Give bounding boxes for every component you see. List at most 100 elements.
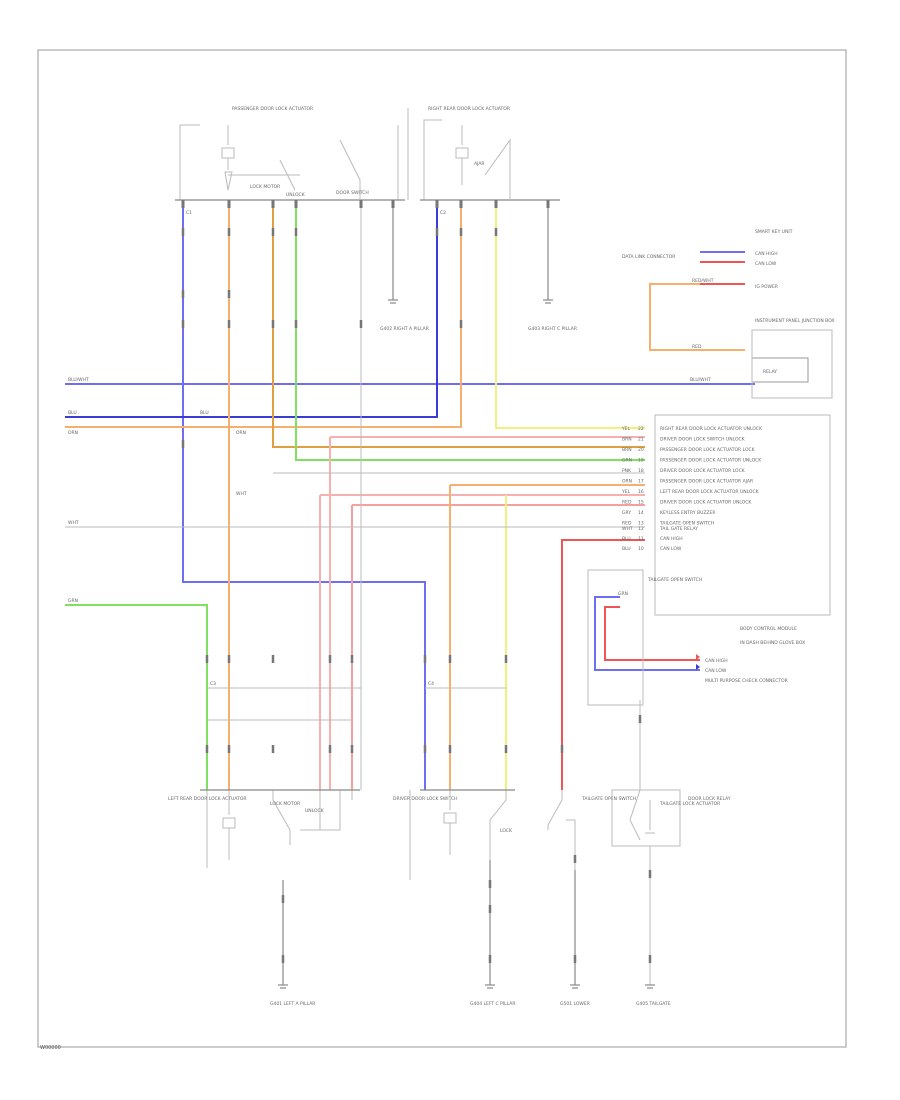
left-label-5: GRN	[68, 598, 78, 604]
bcm-pin-desc-3: PASSENGER DOOR LOCK ACTUATOR UNLOCK	[660, 458, 762, 464]
can-low-label-top: CAN LOW	[755, 261, 777, 267]
wire-pink-2	[351, 504, 645, 790]
tailgate-switch-label-bcm: TAILGATE OPEN SWITCH	[647, 577, 702, 583]
wire-tag-blu: BLU	[200, 410, 209, 416]
bcm-lower-pin-color-0: WHT	[622, 526, 633, 532]
bcm-pin-color-1: BRN	[622, 437, 632, 443]
bcm-lower-pin-num-2: 10	[638, 546, 644, 552]
right-rear-door-lock-actuator: RIGHT REAR DOOR LOCK ACTUATOR AJAR	[420, 106, 560, 201]
lock-motor-label: LOCK MOTOR	[250, 184, 280, 190]
bcm-pin-9: RED 13 TAILGATE OPEN SWITCH	[622, 521, 714, 527]
unlock-label: UNLOCK	[286, 192, 306, 198]
bcm-pin-list: YEL 22 RIGHT REAR DOOR LOCK ACTUATOR UNLOC…	[621, 426, 763, 527]
wire-red-smartkey	[649, 283, 745, 351]
relay-label: RELAY	[763, 369, 777, 375]
bcm-pin-num-5: 17	[638, 479, 644, 485]
passenger-door-lock-actuator: PASSENGER DOOR LOCK ACTUATOR LOCK MOTOR …	[175, 106, 409, 201]
bcm-pin-desc-5: PASSENGER DOOR LOCK ACTUATOR AJAR	[660, 479, 753, 485]
svg-text:G403 RIGHT C PILLAR: G403 RIGHT C PILLAR	[528, 326, 577, 332]
door-lock-relay-label: DOOR LOCK RELAY	[688, 796, 731, 802]
bcm-pin-color-2: BRN	[622, 447, 632, 453]
tailgate-switch: TAILGATE OPEN SWITCH	[547, 790, 636, 870]
wire-blue-left	[182, 208, 426, 790]
wire-yellow-rear	[495, 208, 645, 429]
wire-pink-3	[319, 494, 645, 790]
bcm-pin-6: YEL 16 LEFT REAR DOOR LOCK ACTUATOR UNLOCK	[621, 489, 760, 495]
bcm-note: IN DASH BEHIND GLOVE BOX	[740, 640, 805, 646]
bcm-pin-num-0: 22	[638, 426, 644, 432]
junction-box-label: INSTRUMENT PANEL JUNCTION BOX	[755, 318, 835, 324]
can-arrow-2	[696, 654, 700, 660]
lower-grounds: G401 LEFT A PILLAR G404 LEFT C PILLAR G5…	[270, 860, 671, 1007]
wire-pink-1	[329, 436, 645, 790]
lower-lock-motor-label: LOCK MOTOR	[270, 801, 300, 807]
wire-navy-rear	[65, 208, 438, 418]
bcm-lower-pin-num-1: 11	[638, 536, 644, 542]
bcm-pin-desc-8: KEYLESS ENTRY BUZZER	[660, 510, 715, 516]
bcm-pin-desc-2: PASSENGER DOOR LOCK ACTUATOR LOCK	[660, 447, 756, 453]
bcm-lower-pin-desc-2: CAN LOW	[660, 546, 682, 552]
bcm-pin-desc-4: DRIVER DOOR LOCK ACTUATOR LOCK	[660, 468, 746, 474]
tailgate-actuator: TAILGATE LOCK ACTUATOR DOOR LOCK RELAY	[611, 700, 731, 985]
pin-c2: C2	[440, 210, 446, 216]
pin-c3: C3	[210, 681, 216, 687]
bcm-pin-desc-7: DRIVER DOOR LOCK ACTUATOR UNLOCK	[660, 500, 752, 506]
pin-c1: C1	[186, 210, 192, 216]
bcm-pin-color-6: YEL	[621, 489, 631, 495]
driver-switch-lock-label: LOCK	[500, 828, 513, 834]
wire-tag-orn: ORN	[236, 430, 246, 436]
ground-passenger: G402 RIGHT A PILLAR	[380, 299, 429, 332]
left-rear-actuator-label: LEFT REAR DOOR LOCK ACTUATOR	[168, 796, 247, 802]
bcm-pin-8: GRY 14 KEYLESS ENTRY BUZZER	[622, 510, 715, 516]
svg-text:G402 RIGHT A PILLAR: G402 RIGHT A PILLAR	[380, 326, 429, 332]
ground-left-c-label: G404 LEFT C PILLAR	[470, 1001, 515, 1007]
bcm-pin-color-9: RED	[622, 521, 632, 527]
ajar-label: AJAR	[474, 161, 485, 167]
bcm-pin-desc-0: RIGHT REAR DOOR LOCK ACTUATOR UNLOCK	[660, 426, 763, 432]
bcm-pin-desc-9: TAILGATE OPEN SWITCH	[659, 521, 714, 527]
wire-darkorange-bcm	[272, 208, 645, 448]
smart-key-unit-label: SMART KEY UNIT	[755, 229, 793, 235]
wire-tag-blu-wht: BLU/WHT	[690, 377, 711, 383]
door-switch-label: DOOR SWITCH	[336, 190, 369, 196]
bcm-pin-color-8: GRY	[622, 510, 631, 516]
bcm-pin-num-3: 19	[638, 458, 644, 464]
can-high-label-top: CAN HIGH	[755, 251, 778, 257]
can-low-label-bottom: CAN LOW	[705, 668, 727, 674]
wire-connector-marks	[181, 228, 564, 753]
bcm-pin-desc-1: DRIVER DOOR LOCK SWITCH UNLOCK	[660, 437, 746, 443]
data-link-label: DATA LINK CONNECTOR	[622, 254, 675, 260]
body-control-module: BODY CONTROL MODULE IN DASH BEHIND GLOVE…	[647, 414, 831, 646]
bcm-lower-pin-2: BLU 10 CAN LOW	[622, 546, 682, 552]
bcm-pin-num-8: 14	[638, 510, 644, 516]
ground-left-label: G401 LEFT A PILLAR	[270, 1001, 315, 1007]
bcm-lower-pin-color-2: BLU	[622, 546, 631, 552]
wire-tag-red: RED	[692, 344, 702, 350]
bcm-lower-pin-num-0: 12	[638, 526, 644, 532]
page-code: W00000	[40, 1045, 61, 1051]
bcm-pin-num-7: 15	[638, 500, 644, 506]
top-connector-pins	[181, 200, 550, 208]
bcm-pin-desc-6: LEFT REAR DOOR LOCK ACTUATOR UNLOCK	[660, 489, 760, 495]
left-label-1: BLU/WHT	[68, 377, 89, 383]
ground-lower-label: G501 LOWER	[560, 1001, 590, 1007]
rear-actuator-title: RIGHT REAR DOOR LOCK ACTUATOR	[428, 106, 510, 112]
wire-tag-grn: GRN	[618, 591, 628, 597]
tailgate-actuator-label: TAILGATE LOCK ACTUATOR	[659, 801, 720, 807]
wire-orange-horizontal	[65, 208, 462, 428]
bcm-pin-color-4: PNK	[622, 468, 632, 474]
bcm-pin-num-1: 21	[638, 437, 644, 443]
relay-box	[751, 357, 809, 383]
bcm-pin-num-6: 16	[638, 489, 644, 495]
bcm-pin-num-9: 13	[638, 521, 644, 527]
bcm-lower-pin-color-1: BLU	[622, 536, 631, 542]
